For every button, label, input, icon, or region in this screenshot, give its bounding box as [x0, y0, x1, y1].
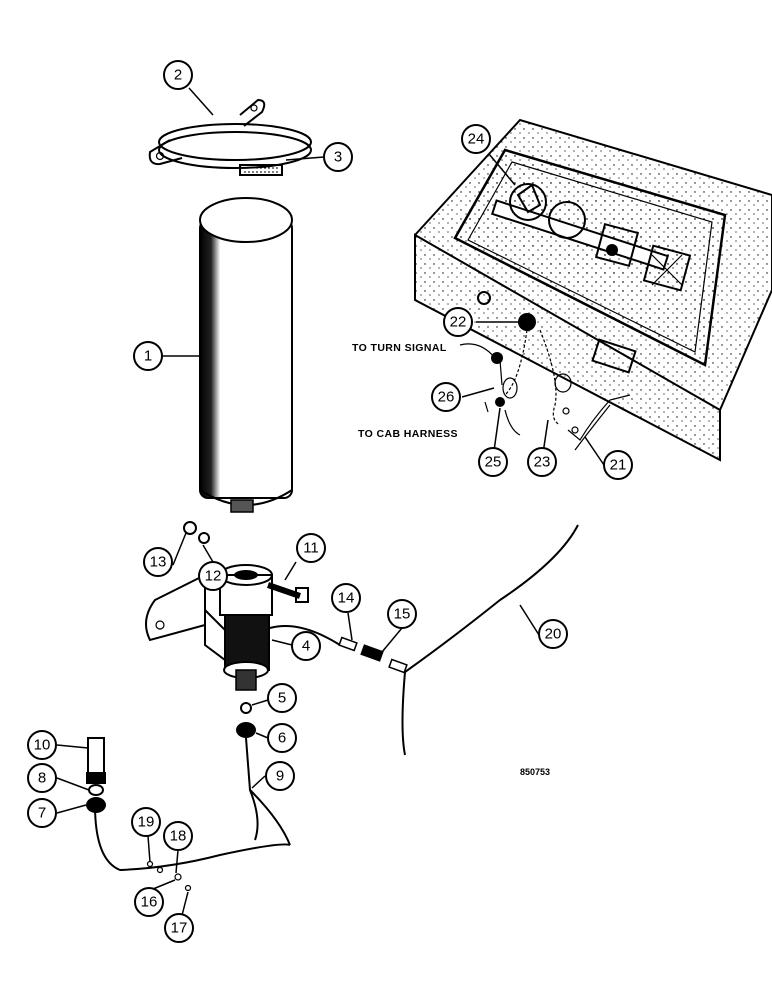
- svg-text:24: 24: [468, 131, 485, 148]
- svg-text:20: 20: [545, 626, 562, 643]
- to-cab-harness-label: TO CAB HARNESS: [358, 428, 458, 440]
- to-turn-signal-label: TO TURN SIGNAL: [352, 342, 447, 354]
- callout-22: 22: [443, 307, 473, 337]
- callout-21: 21: [603, 450, 633, 480]
- callout-11: 11: [296, 533, 326, 563]
- callout-3: 3: [323, 142, 353, 172]
- callout-1: 1: [133, 341, 163, 371]
- svg-text:7: 7: [38, 805, 46, 822]
- svg-text:2: 2: [174, 67, 182, 84]
- callout-7: 7: [27, 798, 57, 828]
- callout-16: 16: [134, 887, 164, 917]
- svg-text:12: 12: [205, 568, 222, 585]
- drawing-number: 850753: [520, 767, 550, 777]
- callout-20: 20: [538, 619, 568, 649]
- svg-text:16: 16: [141, 894, 158, 911]
- svg-text:19: 19: [138, 814, 155, 831]
- mounting-clamp: [148, 98, 312, 176]
- callout-19: 19: [131, 807, 161, 837]
- svg-text:25: 25: [485, 454, 502, 471]
- svg-text:21: 21: [610, 457, 627, 474]
- filter-head: [145, 521, 309, 691]
- callout-24: 24: [461, 124, 491, 154]
- callout-6: 6: [267, 723, 297, 753]
- svg-text:17: 17: [171, 920, 188, 937]
- filter-canister: [199, 197, 293, 513]
- callout-18: 18: [163, 821, 193, 851]
- callout-14: 14: [331, 583, 361, 613]
- svg-text:11: 11: [303, 540, 319, 557]
- svg-text:26: 26: [438, 389, 455, 406]
- callout-15: 15: [387, 599, 417, 629]
- callout-8: 8: [27, 763, 57, 793]
- callout-2: 2: [163, 60, 193, 90]
- leader-lines: [56, 87, 605, 928]
- svg-text:1: 1: [144, 348, 152, 365]
- callout-17: 17: [164, 913, 194, 943]
- svg-text:6: 6: [278, 730, 286, 747]
- svg-text:22: 22: [450, 314, 467, 331]
- callout-5: 5: [267, 683, 297, 713]
- svg-text:3: 3: [334, 149, 342, 166]
- drain-line: [94, 702, 291, 892]
- svg-text:23: 23: [534, 454, 551, 471]
- svg-text:15: 15: [394, 606, 411, 623]
- callout-13: 13: [143, 547, 173, 577]
- panel-wiring: [459, 329, 631, 451]
- dash-panel: [414, 118, 772, 462]
- svg-text:14: 14: [338, 590, 355, 607]
- callout-4: 4: [291, 631, 321, 661]
- callout-25: 25: [478, 447, 508, 477]
- sensor-wire: [269, 524, 579, 756]
- svg-text:4: 4: [302, 638, 310, 655]
- svg-text:8: 8: [38, 770, 46, 787]
- svg-text:10: 10: [34, 737, 51, 754]
- left-fitting: [86, 737, 106, 813]
- svg-text:18: 18: [170, 828, 187, 845]
- svg-text:5: 5: [278, 690, 286, 707]
- callout-26: 26: [431, 382, 461, 412]
- svg-text:13: 13: [150, 554, 167, 571]
- callout-23: 23: [527, 447, 557, 477]
- callout-10: 10: [27, 730, 57, 760]
- callout-9: 9: [265, 761, 295, 791]
- svg-text:9: 9: [276, 768, 284, 785]
- callout-12: 12: [198, 561, 228, 591]
